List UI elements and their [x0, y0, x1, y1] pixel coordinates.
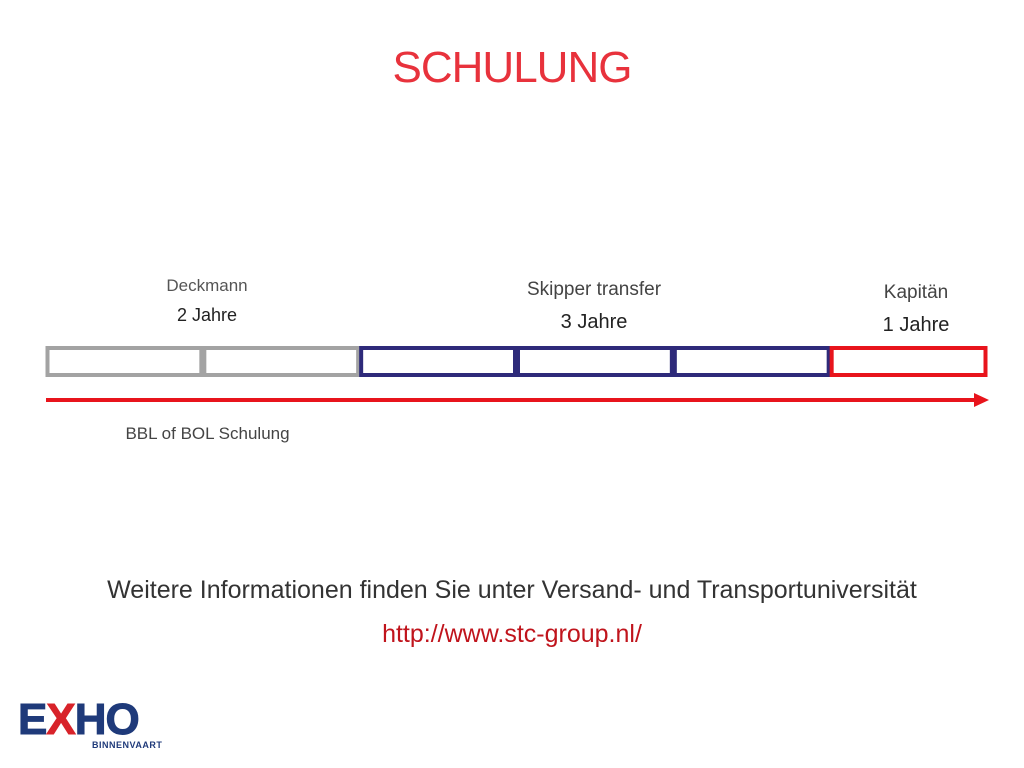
stage-label-kapitan: Kapitän 1 Jahre [846, 281, 986, 337]
stage-label-skipper-transfer: Skipper transfer 3 Jahre [494, 278, 694, 334]
year-box-1-2 [202, 346, 361, 377]
training-timeline [45, 346, 989, 407]
logo-letters-ho: HO [74, 695, 140, 744]
stage-duration: 2 Jahre [176, 305, 238, 325]
arrow-label: BBL of BOL Schulung [125, 424, 290, 443]
year-box-1-1 [45, 346, 204, 377]
info-link[interactable]: http://www.stc-group.nl/ [382, 620, 642, 648]
logo-wordmark: EXHO [17, 697, 168, 742]
stage-duration: 1 Jahre [882, 314, 950, 336]
page-title: SCHULUNG [392, 43, 633, 92]
year-box-3-1 [829, 346, 988, 377]
stage-name: Kapitän [883, 282, 949, 303]
info-text: Weitere Informationen finden Sie unter V… [107, 576, 917, 604]
logo-subtitle: BINNENVAART [92, 740, 163, 750]
arrow-head [974, 393, 989, 407]
logo-letter-x: X [46, 695, 76, 744]
stage-name: Deckmann [166, 276, 248, 295]
training-arrow [46, 393, 989, 407]
stage-duration: 3 Jahre [560, 311, 628, 333]
year-box-2-3 [672, 346, 831, 377]
stage-name: Skipper transfer [526, 279, 662, 300]
logo-letter-e: E [17, 695, 47, 744]
exho-logo: EXHO BINNENVAART [17, 697, 168, 752]
stage-label-deckmann: Deckmann 2 Jahre [137, 276, 277, 326]
year-boxes [45, 346, 988, 377]
year-box-2-1 [359, 346, 517, 377]
year-box-2-2 [516, 346, 674, 377]
